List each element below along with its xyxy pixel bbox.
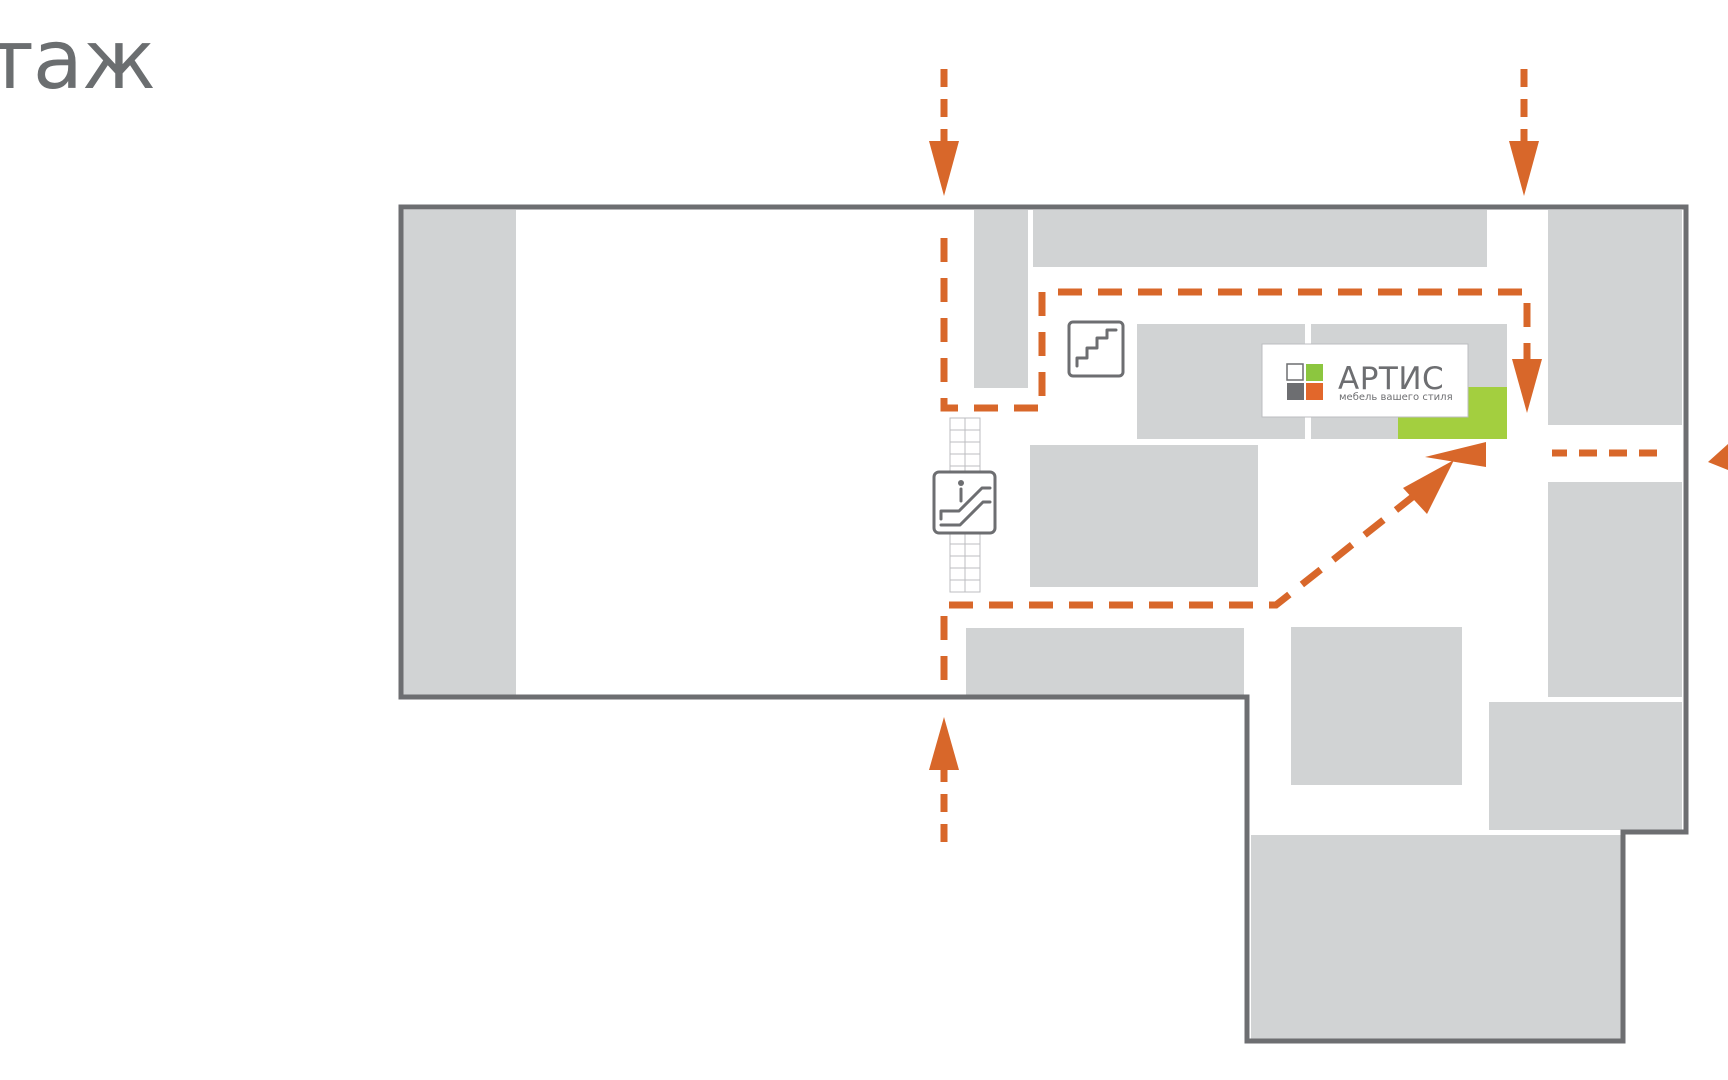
route-bottom-corridor — [940, 492, 1418, 680]
arrow-diagonal-to-store — [1403, 460, 1454, 514]
shop-bottom[interactable] — [1251, 835, 1622, 1039]
store-logo-sign[interactable]: АРТИС мебель вашего стиля — [1261, 343, 1469, 418]
shop-south-middle[interactable] — [1291, 627, 1462, 785]
arrow-down-top-right — [1509, 141, 1539, 196]
shop-north-long[interactable] — [1033, 210, 1487, 267]
shop-north-narrow[interactable] — [974, 210, 1028, 388]
logo-square-gray — [1287, 383, 1304, 400]
arrow-left-to-store — [1425, 442, 1486, 467]
escalator-icon — [932, 470, 997, 535]
shop-northeast[interactable] — [1548, 210, 1682, 425]
route-arrows — [929, 141, 1728, 770]
store-name: АРТИС — [1338, 361, 1444, 397]
route-paths — [940, 69, 1657, 842]
shops-layer — [402, 210, 1682, 1039]
logo-square-outline — [1286, 363, 1304, 381]
arrow-left-edge — [1708, 444, 1728, 470]
logo-square-green — [1306, 364, 1323, 381]
arrow-down-top-left — [929, 141, 959, 196]
building-outline — [398, 204, 1689, 1044]
arrow-down-to-store — [1512, 359, 1542, 413]
shop-southeast[interactable] — [1489, 702, 1682, 830]
shop-east[interactable] — [1548, 482, 1682, 697]
store-tagline: мебель вашего стиля — [1339, 392, 1453, 403]
logo-square-orange — [1306, 383, 1323, 400]
shop-south-west[interactable] — [966, 628, 1244, 695]
stairs-icon — [1067, 320, 1125, 378]
floor-title: таж — [0, 13, 156, 108]
shop-west[interactable] — [402, 210, 516, 695]
shop-middle[interactable] — [1030, 445, 1258, 587]
arrow-up-bottom — [929, 717, 959, 770]
route-left-corridor — [940, 238, 1531, 412]
